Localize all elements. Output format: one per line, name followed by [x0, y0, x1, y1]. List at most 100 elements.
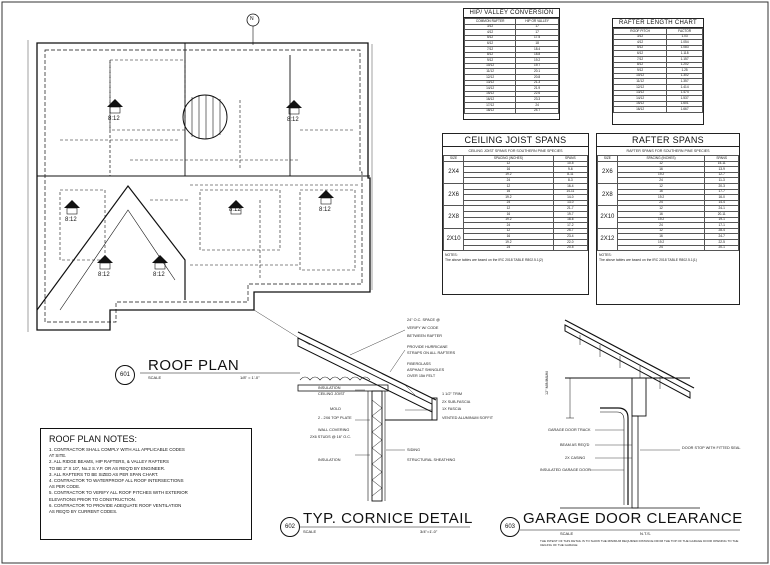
- ceiling-joist-desc: CEILING JOIST SPANS FOR SOUTHERN PINE SP…: [468, 149, 563, 153]
- pitch-label: 8:12: [108, 116, 120, 122]
- cornice-title: TYP. CORNICE DETAIL: [303, 510, 473, 527]
- table-cell: 11/12: [463, 68, 517, 75]
- roof-plan-scale-label: SCALE: [148, 375, 162, 380]
- table-cell: 1.302: [666, 72, 703, 80]
- note-line: TO BE 2" X 10", No.2 S.Y.P. OR AS REQ'D …: [49, 465, 166, 471]
- pitch-label: 8:12: [319, 207, 331, 213]
- table-cell: 15/12: [612, 100, 668, 108]
- table-cell: 24.7: [515, 107, 559, 115]
- cornice-callout: INSULATION: [318, 458, 341, 462]
- note-line: ELEVATIONS PRIOR TO CONSTRUCTION.: [49, 496, 137, 502]
- note-line: 1. CONTRACTOR SHALL COMPLY WITH ALL APPL…: [49, 447, 185, 452]
- table-cell: 18/12: [463, 107, 517, 115]
- rafter-spans-notes: NOTES:: [599, 253, 612, 258]
- garage-callout: GARAGE DOOR TRACK: [548, 428, 591, 432]
- rafter-spans-desc: RAFTER SPANS FOR SOUTHERN PINE SPECIES: [626, 149, 710, 153]
- cornice-callout: MOLD: [330, 407, 341, 411]
- table-cell: 17/12: [463, 101, 517, 109]
- cornice-callout: VERIFY W/ CODE: [407, 326, 439, 330]
- notes-title: ROOF PLAN NOTES:: [49, 434, 138, 444]
- rafter-spans-table: RAFTER SPANS RAFTER SPANS FOR SOUTHERN P…: [596, 133, 740, 305]
- note-line: AS REQ'D BY CURRENT CODES.: [49, 509, 118, 515]
- note-line: AS PER CODE.: [49, 484, 81, 490]
- table-cell: 16/12: [612, 106, 668, 113]
- hip-valley-title: HIP/ VALLEY CONVERSION: [464, 9, 559, 18]
- table-cell: 24: [463, 244, 554, 252]
- table-cell: 14/12: [612, 95, 668, 102]
- cornice-scale: 3/4"=1'-0": [420, 529, 438, 534]
- table-cell: 1.414: [666, 83, 703, 91]
- note-line: 4. CONTRACTOR TO WATERPROOF ALL ROOF INT…: [49, 478, 184, 484]
- cornice-callout: INSULATION: [318, 386, 341, 390]
- ceiling-joist-title: CEILING JOIST SPANS: [443, 134, 588, 147]
- cornice-detail-drawing: [297, 329, 470, 528]
- pitch-arrows: [64, 99, 334, 270]
- size-cell: 2X4: [442, 160, 465, 184]
- size-cell: 2X6: [597, 160, 618, 184]
- cornice-callout: CEILING JOIST: [318, 392, 346, 396]
- table-cell: 14/12: [463, 85, 517, 92]
- garage-callout: DOOR STOP WITH FITTED SEAL: [682, 446, 741, 450]
- pitch-label: 8:12: [98, 272, 110, 278]
- col-header: HIP OR VALLEY: [515, 18, 559, 25]
- rafter-spans-title: RAFTER SPANS: [597, 134, 739, 147]
- table-cell: 20-5: [552, 244, 589, 252]
- note-line: 3. ALL RAFTERS TO BE SIZED AS PER SPAN C…: [49, 471, 159, 477]
- garage-dimension: 12" MINIMUM: [545, 371, 549, 395]
- table-cell: 1.25: [666, 67, 703, 74]
- table-cell: 13/12: [463, 79, 517, 87]
- table-cell: 24: [515, 101, 559, 109]
- pitch-label: 8:12: [153, 272, 165, 278]
- ceiling-joist-notes: NOTES:: [445, 253, 458, 258]
- roof-plan-scale: 1/8" = 1'-0": [240, 375, 260, 380]
- table-cell: 12/12: [612, 83, 668, 91]
- garage-callout: BEAM AS REQ'D: [560, 443, 590, 447]
- cornice-callout: 24" O.C. SPACE @: [407, 318, 440, 322]
- table-cell: 1.474: [666, 89, 703, 97]
- cornice-callout: 1 1/2" TRIM: [442, 392, 463, 396]
- table-cell: 21.9: [515, 85, 559, 92]
- col-header: COMMON RAFTER: [463, 18, 517, 25]
- table-cell: 21.3: [515, 79, 559, 87]
- table-cell: 1.357: [666, 78, 703, 85]
- detail-bubble-603: 603: [500, 517, 520, 537]
- cornice-callout: PROVIDE HURRICANE: [407, 345, 448, 349]
- size-cell: 2X10: [597, 205, 618, 229]
- garage-scale-label: SCALE: [560, 531, 574, 536]
- table-cell: 10/12: [463, 62, 517, 70]
- size-cell: 2X8: [442, 205, 465, 229]
- ceiling-joist-footer: The above tables are based on the IRC 20…: [445, 258, 543, 263]
- table-cell: 15/12: [463, 90, 517, 98]
- garage-callout: INSULATED GARAGE DOOR: [540, 468, 591, 472]
- size-cell: 2X12: [597, 227, 618, 252]
- note-line: 6. CONTRACTOR TO PROVIDE ADEQUATE ROOF V…: [49, 502, 182, 508]
- table-cell: 1.537: [666, 95, 703, 102]
- garage-callout: 2X CASING: [565, 456, 586, 460]
- table-cell: 9/12: [612, 67, 668, 74]
- roof-plan-notes: ROOF PLAN NOTES: 1. CONTRACTOR SHALL COM…: [40, 428, 252, 540]
- table-cell: 3/12: [463, 23, 517, 31]
- table-cell: 11/12: [612, 78, 668, 85]
- size-cell: 2X8: [597, 182, 618, 207]
